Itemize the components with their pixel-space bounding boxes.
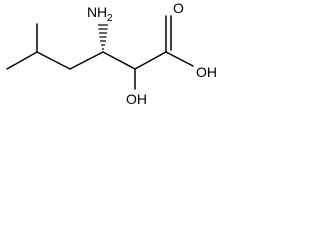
amino-group-label: N H 2 <box>87 4 113 24</box>
hydroxyl-label: OH <box>126 91 147 107</box>
hashed-wedge-bond <box>98 24 108 50</box>
amino-hydrogen-count: 2 <box>107 13 113 24</box>
bond-methyl-a-to-ch <box>6 51 38 70</box>
amino-nitrogen: N <box>87 4 97 20</box>
bond-ch-to-ch2 <box>36 51 71 70</box>
bond-c1-to-oh <box>165 51 194 67</box>
amino-hydrogen: H <box>97 4 107 20</box>
carboxyl-hydroxyl-label: OH <box>196 64 217 80</box>
carbonyl-oxygen-label: O <box>173 0 184 16</box>
bond-ch2-to-c3 <box>69 51 104 70</box>
bond-c2-to-c1 <box>134 51 167 70</box>
chemical-structure: N H 2 OH O OH <box>6 0 217 107</box>
bond-c3-to-c2 <box>102 51 136 70</box>
